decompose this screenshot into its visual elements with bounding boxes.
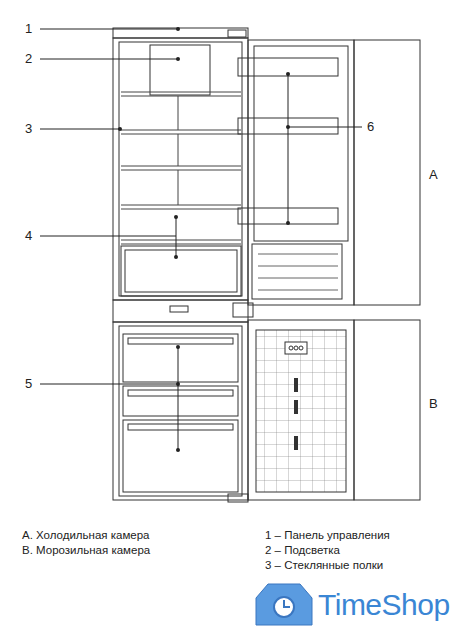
section-letter: A — [428, 167, 439, 183]
crisper — [121, 246, 241, 296]
bracket-a — [354, 40, 420, 305]
watermark: TimeShop — [318, 587, 450, 623]
light — [150, 45, 210, 95]
fridge-door — [248, 40, 354, 305]
freezer-door — [248, 320, 354, 500]
callout-number: 4 — [24, 228, 33, 244]
bracket-b — [354, 320, 420, 500]
shop-logo — [256, 584, 312, 625]
legend-text: 2 – Подсветка — [265, 544, 340, 558]
callout-number: 3 — [24, 121, 33, 137]
legend-text: B. Морозильная камера — [22, 544, 150, 558]
callout-number: 1 — [24, 21, 33, 37]
legend-text: 1 – Панель управления — [265, 529, 390, 543]
callout-number: 6 — [366, 119, 375, 135]
legend-text: A. Холодильная камера — [22, 529, 150, 543]
fridge-body — [113, 38, 248, 300]
legend-text: 3 – Стеклянные полки — [265, 559, 383, 573]
freezer-body — [113, 322, 248, 500]
callout-number: 5 — [24, 376, 33, 392]
callout-number: 2 — [24, 51, 33, 67]
section-letter: B — [428, 396, 439, 412]
